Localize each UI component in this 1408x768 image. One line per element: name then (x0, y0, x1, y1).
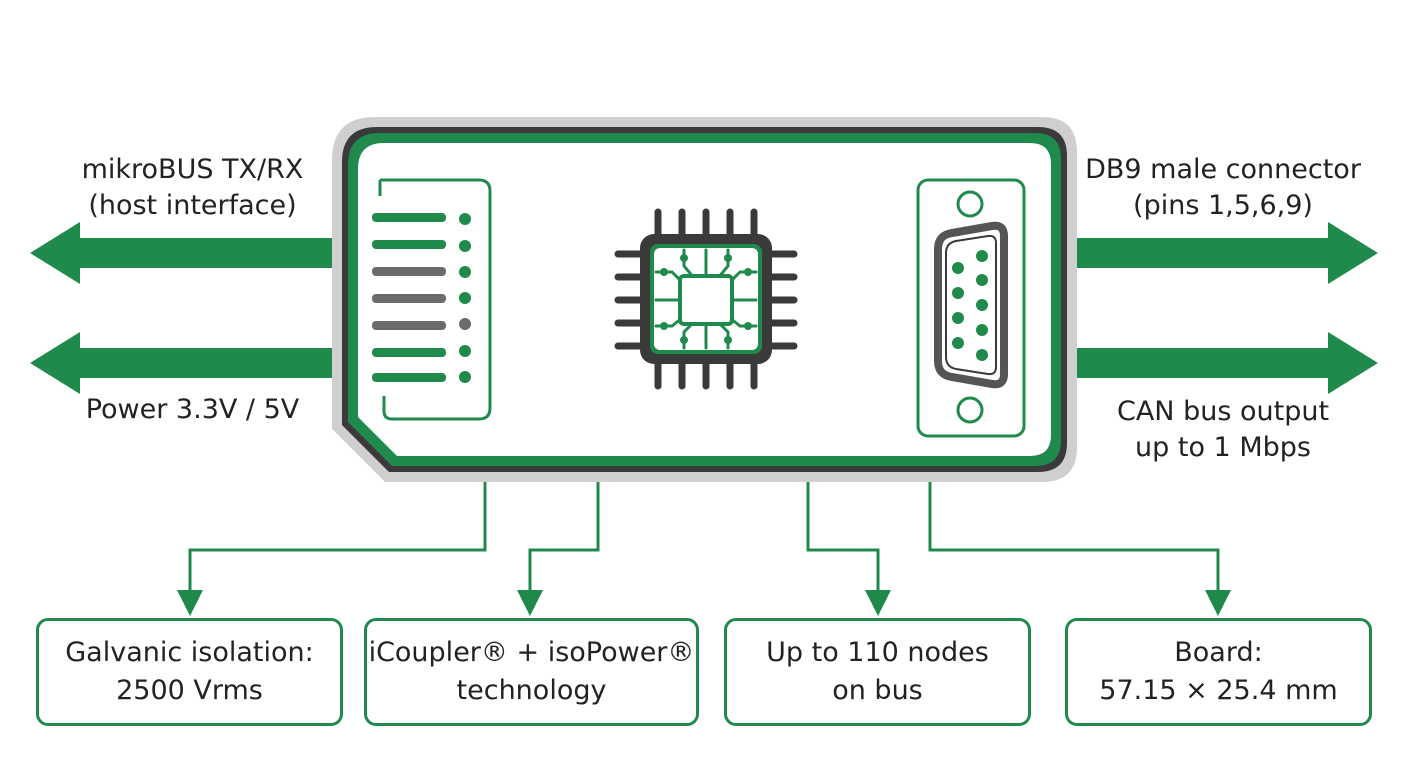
feature-box-nodes: Up to 110 nodes on bus (724, 618, 1031, 726)
label-db9-connector: DB9 male connector (pins 1,5,6,9) (1068, 152, 1378, 224)
label-power: Power 3.3V / 5V (55, 392, 330, 428)
label-mikrobus-line1: mikroBUS TX/RX (81, 154, 304, 185)
feature-isolation-line1: Galvanic isolation: (65, 637, 314, 668)
label-mikrobus-interface: mikroBUS TX/RX (host interface) (55, 152, 330, 224)
label-can-output: CAN bus output up to 1 Mbps (1068, 394, 1378, 466)
feature-icoupler-line2: technology (456, 675, 607, 706)
label-can-line1: CAN bus output (1116, 396, 1330, 427)
connector-line-icoupler (528, 482, 600, 598)
feature-nodes-line2: on bus (832, 675, 923, 706)
feature-box-isolation: Galvanic isolation: 2500 Vrms (36, 618, 343, 726)
feature-icoupler-line1: iCoupler® + isoPower® (368, 637, 695, 668)
db9-connector-icon (916, 178, 1026, 438)
feature-nodes-line1: Up to 110 nodes (766, 637, 989, 668)
feature-box-board: Board: 57.15 × 25.4 mm (1065, 618, 1372, 726)
left-arrow-top (30, 222, 340, 284)
connector-lines (188, 482, 1220, 598)
right-arrow-bottom (1060, 332, 1378, 394)
label-power-line1: Power 3.3V / 5V (85, 394, 300, 425)
label-mikrobus-line2: (host interface) (88, 190, 297, 221)
microchip-icon (614, 208, 798, 390)
label-db9-line1: DB9 male connector (1085, 154, 1361, 185)
connector-line-nodes (806, 482, 880, 598)
feature-isolation-line2: 2500 Vrms (116, 675, 263, 706)
left-arrow-bottom (30, 332, 340, 394)
connector-line-isolation (188, 482, 487, 598)
feature-board-line1: Board: (1174, 637, 1263, 668)
label-can-line2: up to 1 Mbps (1135, 432, 1311, 463)
label-db9-line2: (pins 1,5,6,9) (1133, 190, 1313, 221)
connector-arrowheads (177, 590, 1231, 616)
connector-line-board (928, 482, 1220, 598)
feature-box-icoupler: iCoupler® + isoPower® technology (364, 618, 699, 726)
mikrobus-header-icon (372, 178, 492, 421)
right-arrow-top (1060, 222, 1378, 284)
feature-board-line2: 57.15 × 25.4 mm (1099, 675, 1338, 706)
